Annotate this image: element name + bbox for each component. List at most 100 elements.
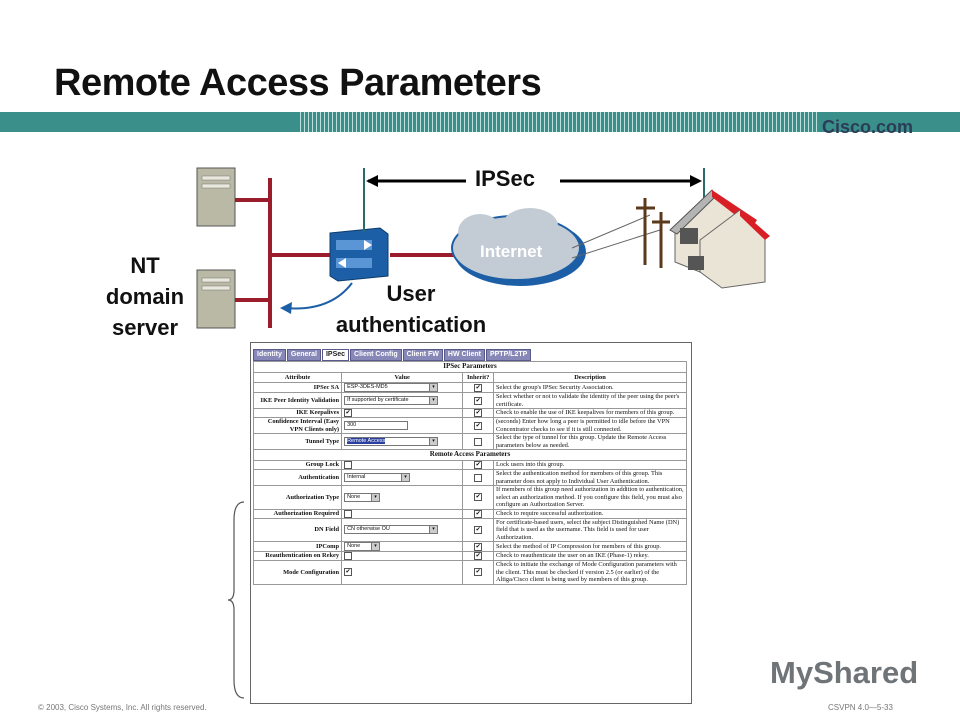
description-text: Select the type of tunnel for this group… [492,433,688,450]
chevron-down-icon: ▾ [401,474,410,481]
chevron-down-icon: ▾ [429,397,438,404]
inherit-checkbox[interactable]: ✔ [474,421,483,430]
description-text: Select the method of IP Compression for … [492,541,688,552]
inherit-checkbox[interactable]: ✔ [474,509,483,518]
inherit-checkbox[interactable]: ✔ [474,542,483,551]
server-icon [196,167,236,227]
course-code-footer: CSVPN 4.0—5-33 [828,703,893,712]
inherit-checkbox[interactable] [474,473,483,482]
table-row: IPComp None ▾ ✔ Select the method of IP Comp… [252,541,688,552]
tab-identity[interactable]: Identity [253,349,286,361]
authentication-arrow [284,282,353,310]
table-row: IKE Keepalives✔✔Check to enable the use … [252,408,688,418]
inherit-checkbox[interactable]: ✔ [474,383,483,392]
slide-title: Remote Access Parameters [54,62,542,104]
home-office-icon [669,189,770,289]
value-cell: None▾ [341,485,464,510]
value-cell [341,508,464,519]
chevron-down-icon: ▾ [429,384,438,391]
inherit-cell: ✔ [462,417,494,434]
brace-icon [227,501,245,699]
value-cell: If supported by certificate ▾ [341,392,464,409]
table-row: IPSec SA ESP-3DES-MD5 ▾ ✔ Select the group's… [252,382,688,393]
myshared-watermark: MyShared [770,655,919,690]
attribute-label: IKE Keepalives [252,408,343,418]
attribute-label: Mode Configuration [252,560,343,585]
value-cell: ✔ [341,408,464,418]
ipsec-config-panel: Identity General IPSec Client Config Cli… [250,342,692,704]
tab-ipsec[interactable]: IPSec [321,349,350,361]
attribute-label: Tunnel Type [252,433,343,450]
value-dropdown[interactable]: Remote Access▾ [344,437,439,446]
inherit-checkbox[interactable]: ✔ [474,461,483,469]
value-dropdown[interactable]: CN otherwise OU▾ [344,525,439,535]
value-dropdown[interactable]: If supported by certificate ▾ [344,396,439,405]
network-diagram [196,167,770,329]
inherit-checkbox[interactable]: ✔ [474,568,483,577]
utility-pole-icon [636,198,670,268]
description-text: Select the group's IPSec Security Associ… [492,382,688,393]
table-row: Group Lock ✔ Lock users into this group. [252,460,688,470]
value-cell: None ▾ [341,541,464,552]
value-dropdown[interactable]: None ▾ [344,542,381,551]
header-band-texture [300,112,820,132]
copyright-footer: © 2003, Cisco Systems, Inc. All rights r… [38,703,207,712]
value-checkbox[interactable] [344,509,353,518]
column-header: Attribute [252,372,343,383]
value-dropdown[interactable]: None▾ [344,492,381,502]
attribute-label: IPSec SA [252,382,343,393]
chevron-down-icon: ▾ [371,543,380,550]
inherit-checkbox[interactable]: ✔ [474,552,483,560]
value-checkbox[interactable]: ✔ [344,409,353,417]
description-text: Lock users into this group. [492,460,688,470]
dropdown-value: If supported by certificate [347,397,409,403]
value-cell [341,551,464,561]
lan-segment [235,178,460,328]
tab-pptp-l2tp[interactable]: PPTP/L2TP [485,349,532,361]
dropdown-value: CN otherwise OU [347,526,390,533]
description-text: Check to require successful authorizatio… [492,508,688,519]
server-icon [196,269,236,329]
value-dropdown[interactable]: ESP-3DES-MD5 ▾ [344,383,439,392]
value-cell: Remote Access▾ [341,433,464,450]
inherit-checkbox[interactable]: ✔ [474,409,483,417]
inherit-cell: ✔ [462,560,494,585]
dropdown-value: None [347,543,361,549]
inherit-cell: ✔ [462,508,494,519]
value-checkbox[interactable] [344,461,353,469]
internet-label: Internet [480,242,543,261]
tab-client-fw[interactable]: Client FW [402,349,443,361]
inherit-checkbox[interactable]: ✔ [474,493,483,502]
attribute-label: Authorization Type [252,485,343,510]
section-header-row: Remote Access Parameters [253,449,687,461]
attribute-label: IPComp [252,541,343,552]
inherit-checkbox[interactable]: ✔ [474,396,483,405]
value-checkbox[interactable] [344,552,353,560]
table-row: Authorization Required✔Check to require … [252,508,688,519]
description-text: If members of this group need authorizat… [492,485,688,510]
inherit-checkbox[interactable]: ✔ [474,525,483,534]
column-header: Description [492,372,688,383]
value-dropdown[interactable]: Internal▾ [344,473,411,482]
value-checkbox[interactable]: ✔ [344,568,353,577]
chevron-down-icon: ▾ [429,438,438,445]
inherit-cell [462,469,494,486]
description-text: Check to enable the use of IKE keepalive… [492,408,688,418]
value-cell: Internal▾ [341,469,464,486]
cisco-logo: Cisco.com [822,117,914,137]
description-text: (seconds) Enter how long a peer is permi… [492,417,688,434]
tab-hw-client[interactable]: HW Client [443,349,485,361]
tab-client-config[interactable]: Client Config [350,349,402,361]
table-row: Reauthentication on Rekey✔Check to reaut… [252,551,688,561]
tab-general[interactable]: General [286,349,321,361]
dropdown-value: ESP-3DES-MD5 [347,384,388,390]
internet-cloud-icon [451,208,586,286]
value-text-input[interactable]: 300 [344,421,409,430]
attribute-label: Group Lock [252,460,343,470]
value-cell: CN otherwise OU▾ [341,517,464,542]
inherit-checkbox[interactable] [474,437,483,446]
ipsec-label: IPSec [475,166,535,191]
